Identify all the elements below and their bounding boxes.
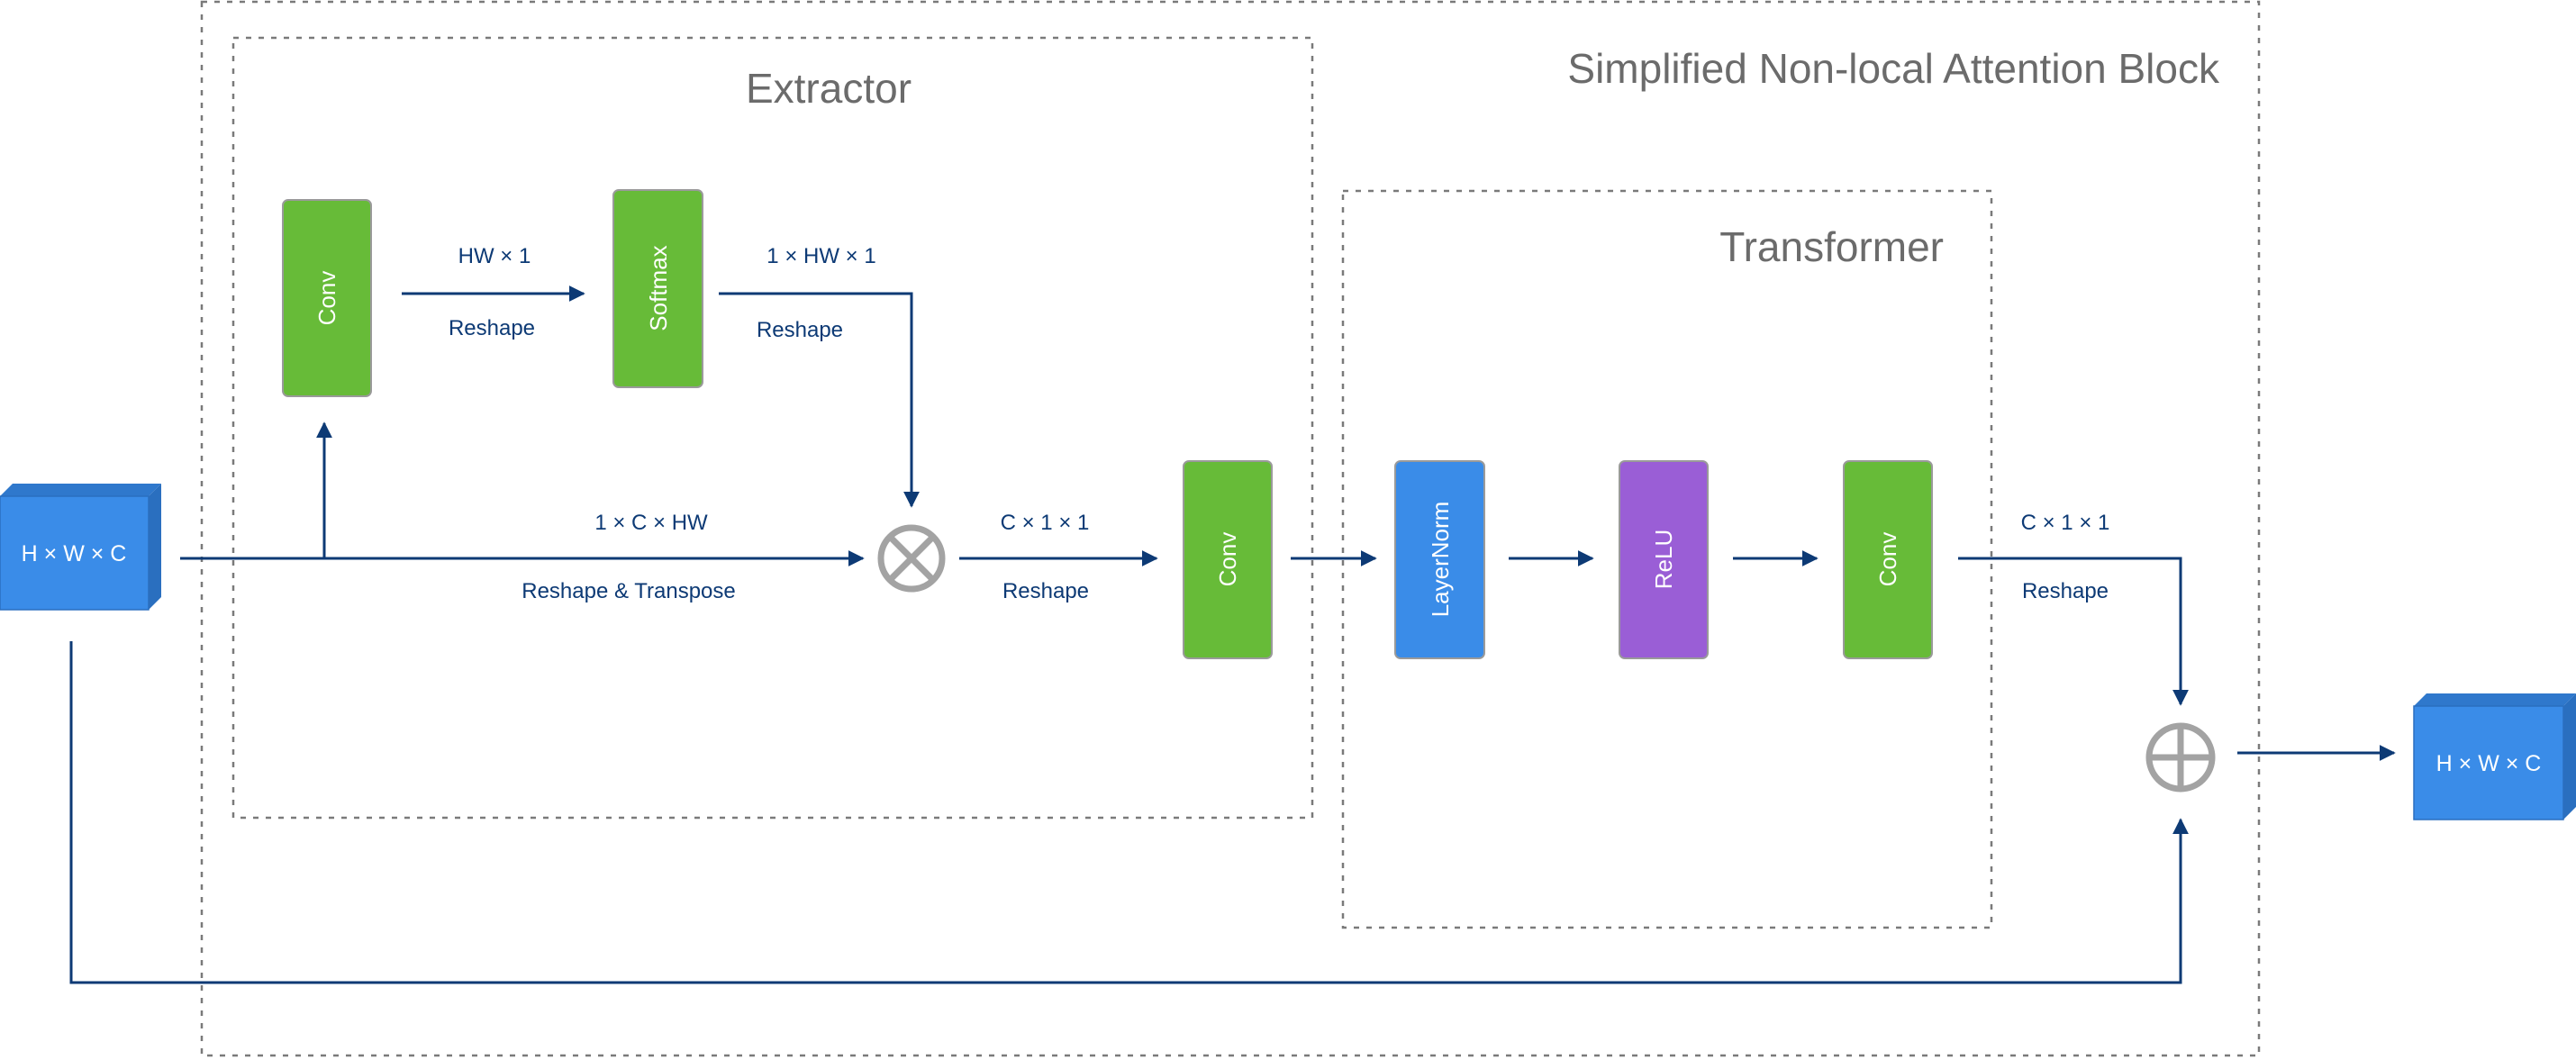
label-input-reshape: Reshape & Transpose bbox=[522, 579, 735, 603]
conv-block-2: Conv bbox=[1183, 460, 1273, 659]
conv-block-3: Conv bbox=[1843, 460, 1933, 659]
conv-block-3-label: Conv bbox=[1874, 532, 1901, 587]
outer-block-title: Simplified Non-local Attention Block bbox=[1567, 45, 2220, 92]
input-tensor: H × W × C bbox=[0, 484, 161, 611]
output-cube-side bbox=[2563, 693, 2576, 820]
input-cube-top bbox=[0, 484, 161, 496]
relu-block: ReLU bbox=[1619, 460, 1709, 659]
label-hw-shape: HW × 1 bbox=[458, 244, 531, 268]
label-softmax-shape: 1 × HW × 1 bbox=[766, 244, 875, 268]
label-softmax-reshape: Reshape bbox=[757, 318, 843, 342]
label-mult-reshape: Reshape bbox=[1002, 579, 1089, 603]
softmax-block-rect bbox=[612, 189, 703, 388]
output-cube-front bbox=[2413, 705, 2564, 820]
arrow-softmax-to-multiply bbox=[719, 292, 920, 508]
relu-block-rect bbox=[1619, 460, 1709, 659]
label-out-reshape: Reshape bbox=[2022, 579, 2109, 603]
input-tensor-label: H × W × C bbox=[22, 541, 127, 566]
layernorm-block-label: LayerNorm bbox=[1427, 502, 1454, 618]
input-cube-side bbox=[149, 484, 161, 610]
element-wise-add-icon bbox=[2145, 722, 2216, 793]
label-hw-reshape: Reshape bbox=[449, 316, 535, 340]
extractor-frame bbox=[231, 36, 1314, 820]
layernorm-block: LayerNorm bbox=[1394, 460, 1485, 659]
connectors bbox=[69, 285, 2396, 984]
label-mult-shape: C × 1 × 1 bbox=[1001, 511, 1090, 535]
extractor-title: Extractor bbox=[746, 65, 912, 112]
output-tensor: H × W × C bbox=[2413, 693, 2576, 820]
outer-block-frame bbox=[200, 0, 2261, 1057]
arrow-skip-connection bbox=[69, 641, 2189, 984]
output-cube-top bbox=[2414, 693, 2576, 706]
input-cube-front bbox=[0, 495, 150, 611]
conv-block-2-label: Conv bbox=[1214, 532, 1241, 587]
matrix-multiply-icon bbox=[877, 524, 946, 593]
conv-block-1-label: Conv bbox=[313, 271, 340, 326]
label-out-shape: C × 1 × 1 bbox=[2021, 511, 2110, 535]
conv-block-1-rect bbox=[282, 199, 372, 397]
conv-block-1: Conv bbox=[282, 199, 372, 397]
arrow-conv3-to-add bbox=[1958, 557, 2189, 706]
conv-block-3-rect bbox=[1843, 460, 1933, 659]
softmax-block: Softmax bbox=[612, 189, 703, 388]
transformer-title: Transformer bbox=[1719, 223, 1944, 270]
conv-block-2-rect bbox=[1183, 460, 1273, 659]
output-tensor-label: H × W × C bbox=[2436, 751, 2542, 776]
layernorm-block-rect bbox=[1394, 460, 1485, 659]
relu-block-label: ReLU bbox=[1650, 530, 1677, 589]
label-input-shape: 1 × C × HW bbox=[594, 511, 708, 535]
softmax-block-label: Softmax bbox=[645, 245, 672, 331]
